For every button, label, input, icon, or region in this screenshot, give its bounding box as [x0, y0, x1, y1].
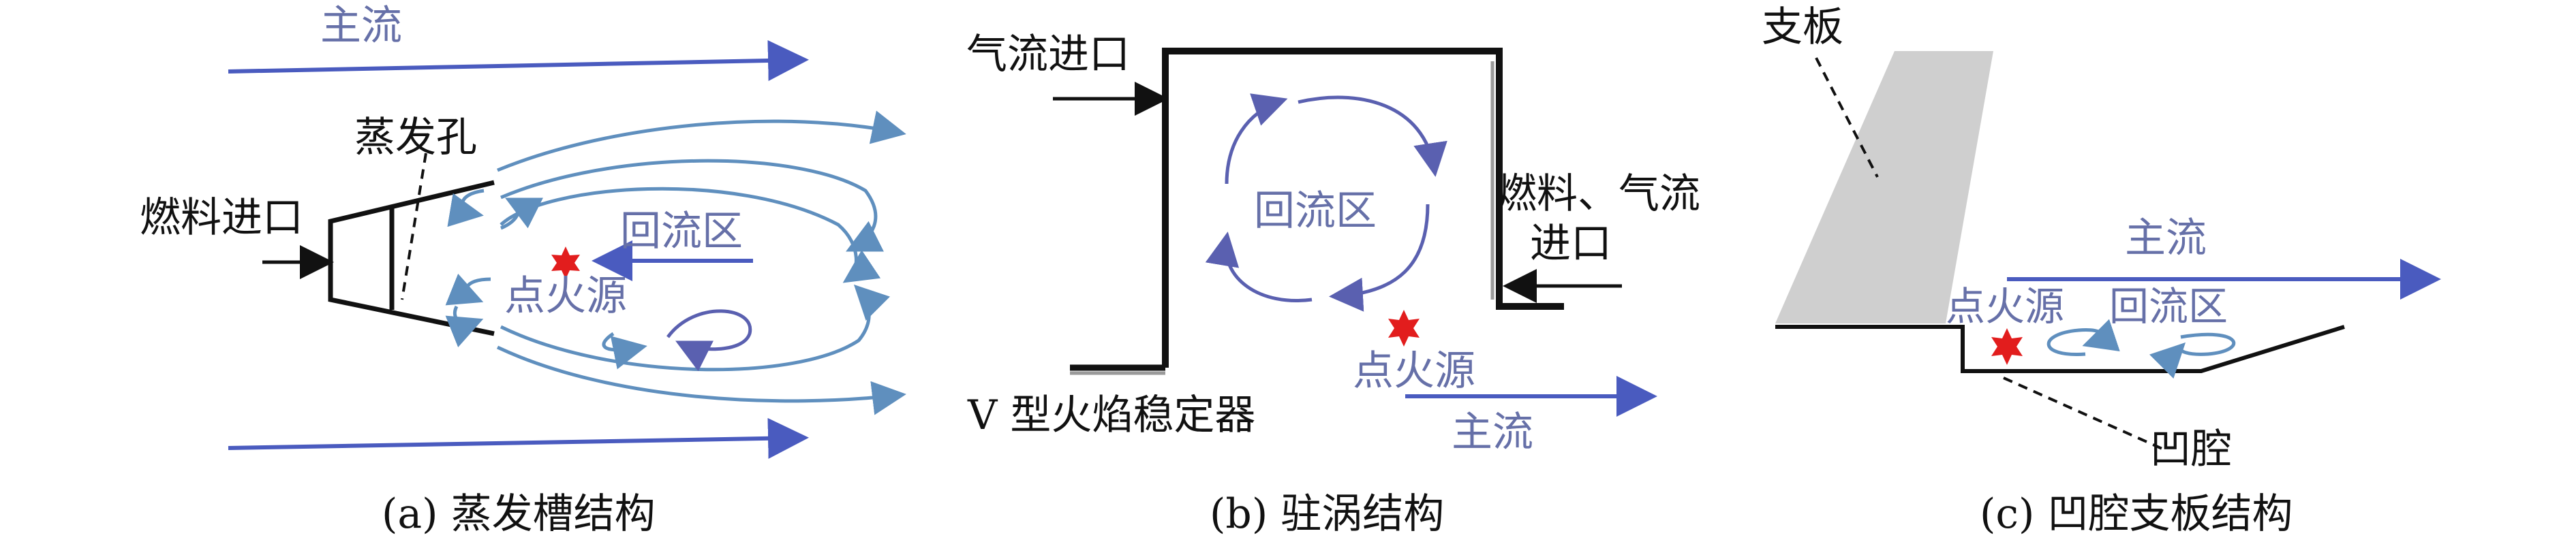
ignition-label-c: 点火源 [1946, 283, 2064, 330]
strut-shape [1775, 51, 1993, 323]
cavity-leader [2003, 377, 2164, 451]
eddy-1 [447, 189, 485, 227]
cavity-vortex-2 [2149, 332, 2236, 379]
strut-label: 支板 [1762, 3, 1843, 51]
streamline-outer-bottom [496, 345, 906, 415]
vortex-right [1329, 204, 1430, 312]
airflow-inlet-label: 气流进口 [966, 31, 1130, 78]
cavity-wall [1775, 325, 2345, 373]
v-stabilizer-body [1162, 48, 1564, 368]
evaporation-trough-outline [328, 180, 495, 336]
eddy-4 [445, 305, 484, 348]
strut-leader [1815, 57, 1879, 178]
ignition-label-b: 点火源 [1353, 347, 1475, 395]
recirc-label-a: 回流区 [620, 208, 743, 255]
main-flow-arrow-bottom [228, 417, 809, 459]
ignition-label-a: 点火源 [504, 272, 627, 320]
main-flow-label: 主流 [320, 2, 402, 50]
panel-c: 支板 凹腔 主流 点火源 回流区 (c) 凹腔支板结构 [1762, 3, 2441, 538]
streamline-mid-top [500, 159, 884, 252]
cavity-vortex-1 [2046, 319, 2120, 356]
fuel-air-inlet-label-2: 进口 [1530, 220, 1612, 268]
ignition-star-c [1991, 328, 2023, 365]
caption-c: (c) 凹腔支板结构 [1980, 490, 2293, 538]
streamline-outer-top [497, 110, 906, 172]
vortex-spiral-a [666, 309, 752, 372]
cavity-label: 凹腔 [2150, 426, 2232, 473]
panel-b: 气流进口 燃料、气流 进口 回流区 点火源 主流 V 型火焰稳定器 (b) 驻涡… [966, 31, 1700, 538]
fuel-inlet-label: 燃料进口 [140, 194, 303, 242]
caption-b: (b) 驻涡结构 [1210, 490, 1444, 538]
recirc-label-c: 回流区 [2109, 283, 2228, 330]
caption-a: (a) 蒸发槽结构 [382, 490, 656, 538]
panel-a: 主流 蒸发孔 燃料进口 回流区 点火源 (a) 蒸发槽结构 [140, 2, 906, 538]
main-flow-label-b: 主流 [1452, 409, 1533, 456]
ignition-star-b [1388, 310, 1420, 347]
v-stabilizer-label: V 型火焰稳定器 [967, 392, 1255, 439]
ignition-star-a [551, 246, 580, 279]
evaporation-hole-leader [401, 153, 427, 300]
main-flow-label-c: 主流 [2125, 214, 2207, 262]
fuel-air-inlet-label-1: 燃料、气流 [1496, 170, 1700, 218]
vortex-top [1298, 95, 1447, 177]
vortex-bottom [1205, 232, 1313, 302]
vortex-left [1225, 93, 1288, 185]
eddy-5 [602, 332, 647, 370]
streamline-upper-recirc [500, 187, 881, 283]
streamline-mid-bottom [500, 284, 890, 372]
recirc-label-b: 回流区 [1254, 187, 1377, 235]
main-flow-arrow-top [228, 39, 809, 81]
evaporation-hole-label: 蒸发孔 [354, 114, 477, 161]
eddy-2 [500, 197, 543, 230]
eddy-3 [445, 273, 491, 306]
